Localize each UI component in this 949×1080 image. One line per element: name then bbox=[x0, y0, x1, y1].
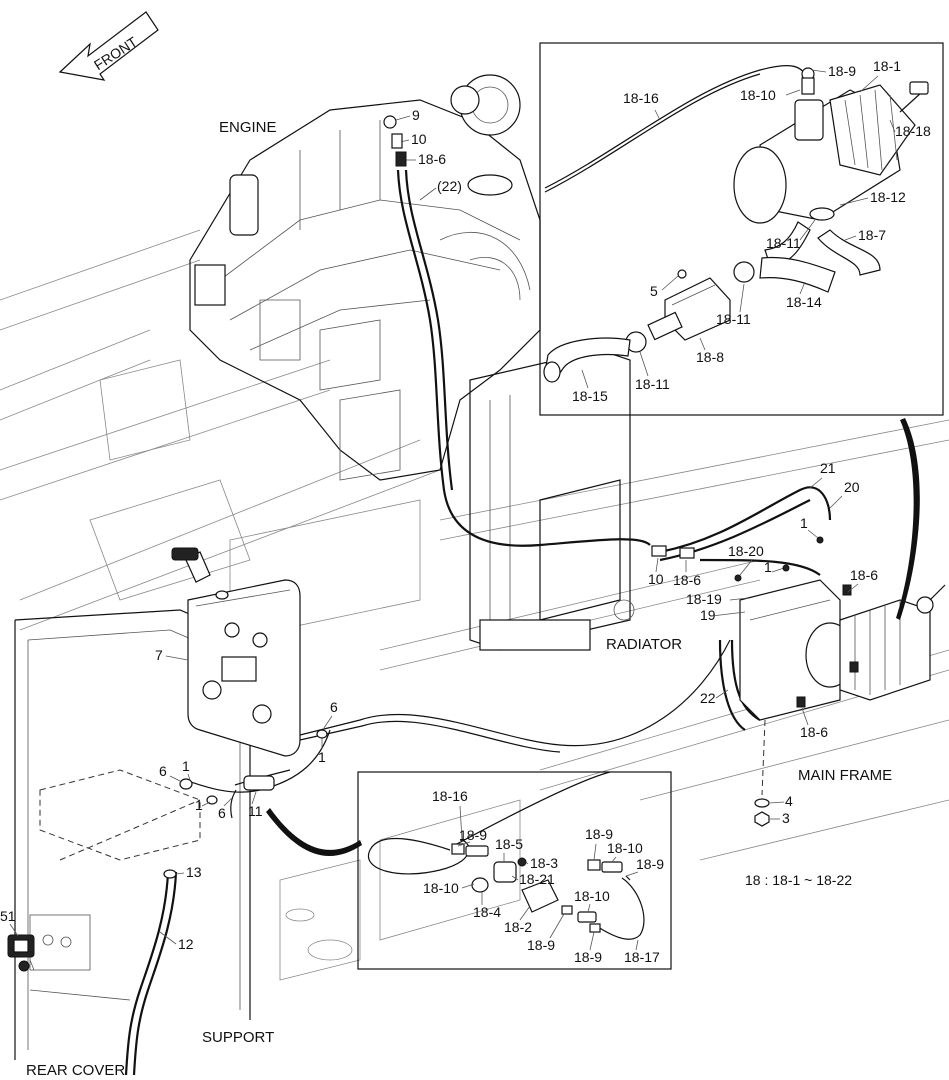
mounting-bolt-4-3 bbox=[754, 719, 770, 827]
fuel-tank bbox=[171, 547, 301, 757]
callout-18-19: 18-19 bbox=[686, 591, 722, 607]
callout-7: 7 bbox=[155, 647, 163, 663]
callout-18-11-c: 18-11 bbox=[635, 376, 670, 392]
callout-b-18-10-b: 18-10 bbox=[607, 840, 643, 856]
callout-6-c: 6 bbox=[218, 805, 226, 821]
callout-b-18-3: 18-3 bbox=[530, 855, 558, 871]
radiator bbox=[469, 349, 635, 651]
callout-18-14: 18-14 bbox=[786, 294, 822, 310]
callout-10-b: 10 bbox=[648, 571, 664, 587]
callout-18-6-a: 18-6 bbox=[850, 567, 878, 583]
bottom-inset-callouts: 18-16 18-9 18-5 18-3 18-21 18-10 18-4 18… bbox=[423, 788, 664, 965]
callout-b-18-9-e: 18-9 bbox=[574, 949, 602, 965]
range-note: 18 : 18-1 ~ 18-22 bbox=[745, 872, 852, 888]
area-label-support: SUPPORT bbox=[202, 1029, 274, 1046]
callout-b-18-21: 18-21 bbox=[519, 871, 555, 887]
callout-b-18-9-d: 18-9 bbox=[636, 856, 664, 872]
callout-18-11-b: 18-11 bbox=[716, 311, 751, 327]
callout-19: 19 bbox=[700, 607, 716, 623]
heater-unit bbox=[739, 579, 946, 721]
callout-12: 12 bbox=[178, 936, 194, 952]
callout-18-15: 18-15 bbox=[572, 388, 608, 404]
callout-22: 22 bbox=[700, 690, 716, 706]
callout-11: 11 bbox=[248, 803, 263, 819]
callout-9: 9 bbox=[412, 107, 420, 123]
callout-b-18-9-c: 18-9 bbox=[585, 826, 613, 842]
callout-1-a: 1 bbox=[800, 515, 808, 531]
drain-hose-12 bbox=[124, 869, 178, 1076]
callout-10: 10 bbox=[411, 131, 427, 147]
area-label-radiator: RADIATOR bbox=[606, 636, 682, 653]
callout-18-7: 18-7 bbox=[858, 227, 886, 243]
callout-18-10: 18-10 bbox=[740, 87, 776, 103]
callout-b-18-9-a: 18-9 bbox=[459, 827, 487, 843]
callout-6-a: 6 bbox=[330, 699, 338, 715]
callout-5: 5 bbox=[650, 283, 658, 299]
callout-20: 20 bbox=[844, 479, 860, 495]
callout-22-ref: (22) bbox=[437, 178, 462, 194]
callout-18-6: 18-6 bbox=[418, 151, 446, 167]
callout-1-e: 1 bbox=[195, 797, 203, 813]
callout-18-20: 18-20 bbox=[728, 543, 764, 559]
callout-b-18-10-c: 18-10 bbox=[574, 888, 610, 904]
callout-b-18-16: 18-16 bbox=[432, 788, 468, 804]
callout-b-18-17: 18-17 bbox=[624, 949, 660, 965]
callout-4: 4 bbox=[785, 793, 793, 809]
callout-1-b: 1 bbox=[764, 559, 772, 575]
area-label-engine: ENGINE bbox=[219, 119, 277, 136]
callout-b-18-10-a: 18-10 bbox=[423, 880, 459, 896]
heater-hoses bbox=[651, 486, 832, 731]
callout-1-c: 1 bbox=[318, 749, 326, 765]
callout-b-18-2: 18-2 bbox=[504, 919, 532, 935]
callout-18-16: 18-16 bbox=[623, 90, 659, 106]
front-direction-arrow: FRONT bbox=[58, 11, 159, 81]
bottom-inset bbox=[357, 771, 672, 970]
callout-3: 3 bbox=[782, 810, 790, 826]
callout-13: 13 bbox=[186, 864, 202, 880]
callout-18-8: 18-8 bbox=[696, 349, 724, 365]
inset-link-arrows bbox=[266, 418, 920, 857]
area-label-main-frame: MAIN FRAME bbox=[798, 767, 892, 784]
main-callouts: 21 20 1 18-20 1 18-6 10 18-6 18-19 19 22… bbox=[0, 460, 878, 952]
callout-18-11-a: 18-11 bbox=[766, 235, 801, 251]
callout-18-6-c: 18-6 bbox=[800, 724, 828, 740]
callout-18-18: 18-18 bbox=[895, 123, 931, 139]
callout-b-18-9-b: 18-9 bbox=[527, 937, 555, 953]
callout-51: 51 bbox=[0, 908, 16, 924]
area-label-rear-cover: REAR COVER bbox=[26, 1062, 125, 1079]
fuel-lines bbox=[179, 639, 731, 819]
top-inset bbox=[539, 42, 944, 416]
callout-1-d: 1 bbox=[182, 758, 190, 774]
coolant-hose-22 bbox=[396, 169, 651, 547]
callout-b-18-4: 18-4 bbox=[473, 904, 501, 920]
callout-6-b: 6 bbox=[159, 763, 167, 779]
top-inset-callouts: 18-16 18-10 18-9 18-1 18-18 18-12 18-11 … bbox=[572, 58, 931, 404]
callout-18-6-b: 18-6 bbox=[673, 572, 701, 588]
callout-18-9: 18-9 bbox=[828, 63, 856, 79]
engine-callouts: 9 10 18-6 (22) bbox=[383, 107, 462, 201]
callout-21: 21 bbox=[820, 460, 836, 476]
switch-51 bbox=[7, 934, 35, 972]
callout-18-12: 18-12 bbox=[870, 189, 906, 205]
callout-b-18-5: 18-5 bbox=[495, 836, 523, 852]
callout-18-1: 18-1 bbox=[873, 58, 901, 74]
engine-assembly bbox=[189, 74, 541, 481]
